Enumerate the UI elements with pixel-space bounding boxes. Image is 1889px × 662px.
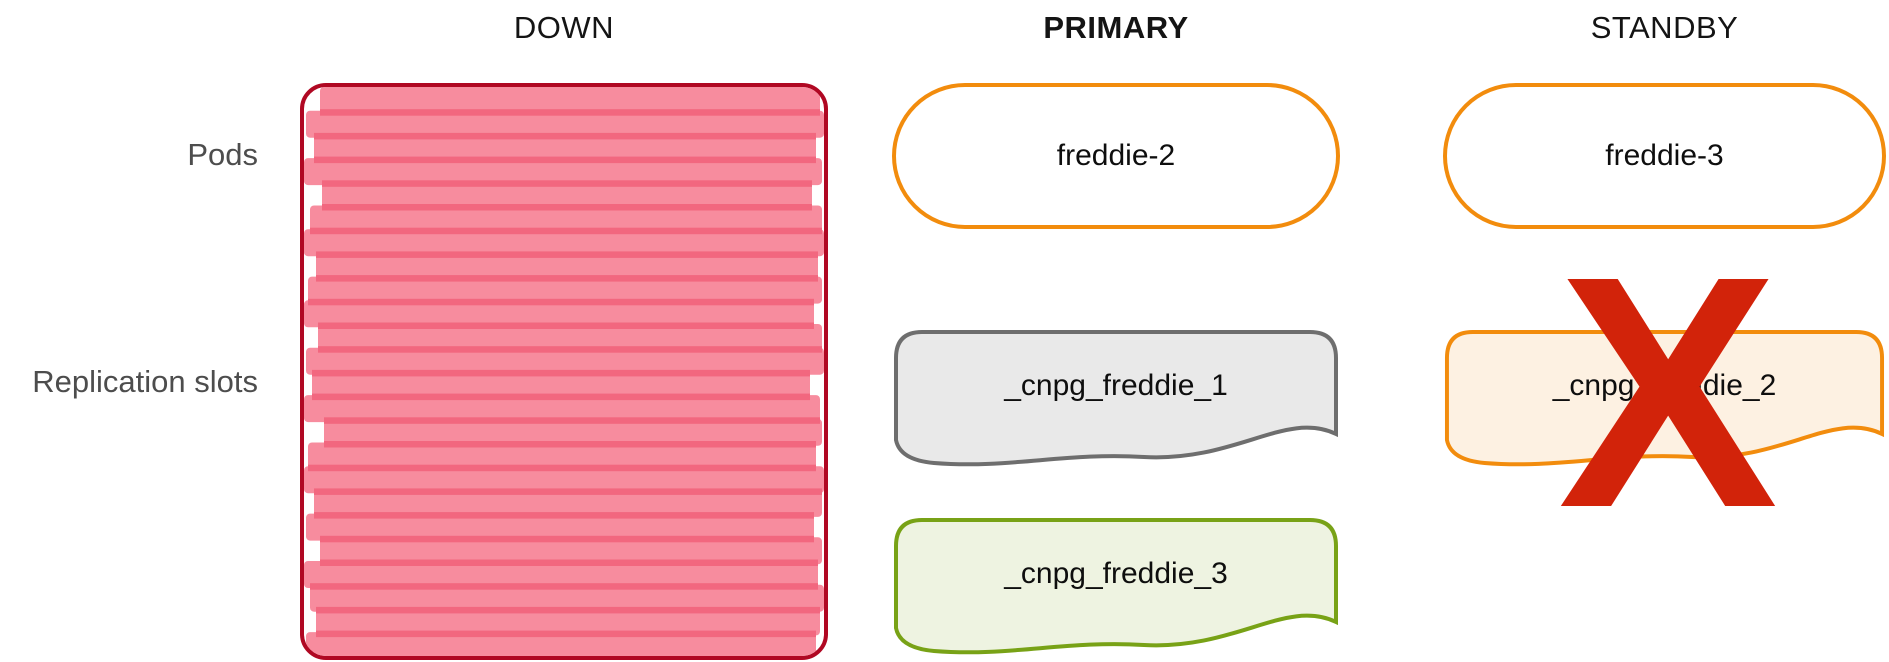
document-shape	[894, 518, 1338, 655]
replication-slot-cnpg-freddie-2: _cnpg_freddie_2 X	[1443, 227, 1886, 557]
row-label-replication-slots: Replication slots	[32, 364, 258, 399]
down-pod-scribbled-box	[300, 83, 828, 660]
column-header-standby: STANDBY	[1590, 10, 1739, 45]
column-header-primary: PRIMARY	[1043, 10, 1189, 45]
replication-slot-cnpg-freddie-1: _cnpg_freddie_1	[892, 328, 1340, 470]
standby-pod-name: freddie-3	[1605, 139, 1724, 172]
replication-slot-cnpg-freddie-3: _cnpg_freddie_3	[892, 516, 1340, 658]
primary-pod-node: freddie-2	[892, 83, 1340, 229]
row-label-pods: Pods	[187, 137, 258, 172]
slot-name: _cnpg_freddie_3	[1004, 556, 1228, 590]
slot-name: _cnpg_freddie_2	[1552, 368, 1777, 402]
slot-name: _cnpg_freddie_1	[1004, 368, 1228, 402]
scribble-strokes	[304, 87, 824, 656]
document-shape	[1444, 330, 1885, 467]
column-header-down: DOWN	[513, 10, 615, 45]
primary-pod-name: freddie-2	[1056, 139, 1176, 172]
document-shape	[894, 330, 1338, 467]
standby-pod-node: freddie-3	[1443, 83, 1886, 229]
